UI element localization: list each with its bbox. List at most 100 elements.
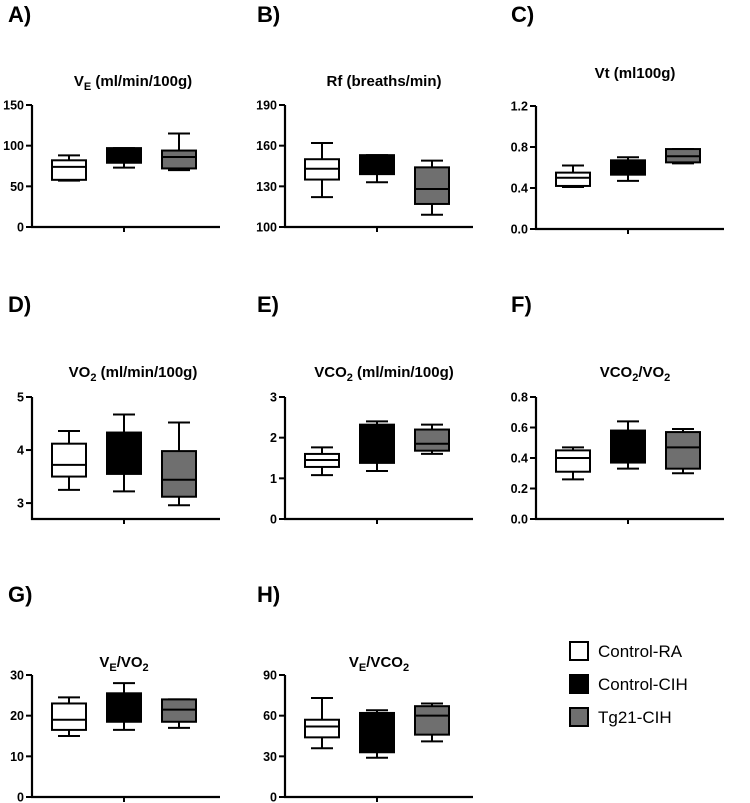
y-tick-label: 10: [10, 750, 24, 764]
legend-label: Control-CIH: [598, 675, 688, 694]
panel-title: VCO2/VO2: [600, 364, 671, 384]
box-iqr: [610, 429, 646, 464]
panel-letter: D): [8, 292, 31, 317]
panel-title: Rf (breaths/min): [326, 73, 441, 90]
title-subscript: E: [84, 81, 91, 93]
title-main: Vt (ml100g): [595, 65, 676, 82]
title-main: V: [349, 654, 359, 671]
title-subscript-2: 2: [403, 662, 409, 674]
box-control-cih: [359, 154, 395, 184]
box-control-ra: [555, 446, 591, 481]
panel-letter: C): [511, 2, 534, 27]
y-tick-label: 0.0: [511, 513, 528, 527]
title-subscript: E: [109, 662, 116, 674]
box-control-ra: [304, 446, 340, 477]
panel-c: C) Vt (ml100g) 0.0 0.4 0.8 1.2: [511, 2, 724, 237]
box-tg21-cih: [161, 698, 197, 729]
y-tick-label: 0.6: [511, 421, 528, 435]
legend: Control-RA Control-CIH Tg21-CIH: [569, 641, 688, 727]
box-iqr: [161, 450, 197, 498]
box-iqr: [359, 423, 395, 464]
box-control-cih: [610, 156, 646, 182]
box-control-ra: [555, 164, 591, 188]
box-iqr: [665, 431, 701, 470]
panel-title: Vt (ml100g): [595, 65, 676, 82]
title-main: V: [99, 654, 109, 671]
box-control-ra: [51, 154, 87, 182]
box-control-cih: [106, 147, 142, 169]
y-tick-label: 150: [3, 99, 24, 113]
box-tg21-cih: [665, 148, 701, 165]
y-tick-label: 0.4: [511, 182, 528, 196]
box-iqr: [555, 449, 591, 473]
box-control-ra: [304, 141, 340, 199]
title-main: VCO: [600, 364, 633, 381]
box-control-ra: [51, 696, 87, 737]
y-tick-label: 0.0: [511, 223, 528, 237]
y-tick-label: 0.8: [511, 141, 528, 155]
panel-letter: H): [257, 582, 280, 607]
legend-label: Tg21-CIH: [598, 708, 672, 727]
panel-title: VE/VCO2: [349, 654, 409, 674]
panel-letter: G): [8, 582, 32, 607]
panel-letter: A): [8, 2, 31, 27]
box-iqr: [106, 692, 142, 723]
y-tick-label: 3: [270, 391, 277, 405]
y-tick-label: 50: [10, 180, 24, 194]
panel-title: VE (ml/min/100g): [74, 73, 192, 93]
y-tick-label: 4: [17, 444, 24, 458]
title-subscript: 2: [347, 372, 353, 384]
y-tick-label: 160: [256, 139, 277, 153]
title-rest: (ml/min/100g): [96, 364, 197, 381]
y-tick-label: 0: [17, 791, 24, 803]
y-tick-label: 0.8: [511, 391, 528, 405]
title-subscript: 2: [632, 372, 638, 384]
panel-title: VCO2 (ml/min/100g): [314, 364, 454, 384]
box-iqr: [51, 442, 87, 478]
box-control-ra: [304, 697, 340, 750]
title-rest: /VO: [638, 364, 664, 381]
title-main: V: [74, 73, 84, 90]
box-tg21-cih: [414, 423, 450, 455]
y-tick-label: 1.2: [511, 100, 528, 114]
box-control-cih: [359, 709, 395, 759]
y-tick-label: 3: [17, 497, 24, 511]
legend-label: Control-RA: [598, 642, 683, 661]
y-tick-label: 190: [256, 99, 277, 113]
title-rest: /VO: [117, 654, 143, 671]
box-iqr: [414, 705, 450, 736]
box-control-cih: [106, 413, 142, 493]
y-tick-label: 90: [263, 669, 277, 683]
title-main: Rf (breaths/min): [326, 73, 441, 90]
box-iqr: [51, 159, 87, 181]
box-tg21-cih: [161, 421, 197, 507]
title-rest: /VCO: [366, 654, 403, 671]
y-tick-label: 100: [256, 221, 277, 235]
legend-swatch: [569, 707, 589, 727]
y-tick-label: 60: [263, 709, 277, 723]
y-tick-label: 100: [3, 139, 24, 153]
box-tg21-cih: [414, 159, 450, 216]
panel-letter: F): [511, 292, 532, 317]
legend-swatch: [569, 641, 589, 661]
box-iqr: [555, 171, 591, 187]
box-iqr: [161, 149, 197, 170]
panel-title: VE/VO2: [99, 654, 148, 674]
box-control-cih: [610, 420, 646, 470]
title-rest: (ml/min/100g): [353, 364, 454, 381]
y-tick-label: 0: [270, 791, 277, 803]
legend-swatch: [569, 674, 589, 694]
y-tick-label: 30: [263, 750, 277, 764]
title-rest: (ml/min/100g): [91, 73, 192, 90]
box-iqr: [414, 166, 450, 205]
box-iqr: [304, 718, 340, 739]
box-tg21-cih: [665, 428, 701, 475]
box-tg21-cih: [414, 702, 450, 743]
box-control-cih: [359, 420, 395, 473]
y-tick-label: 0.4: [511, 452, 528, 466]
y-tick-label: 0: [17, 221, 24, 235]
y-tick-label: 130: [256, 180, 277, 194]
